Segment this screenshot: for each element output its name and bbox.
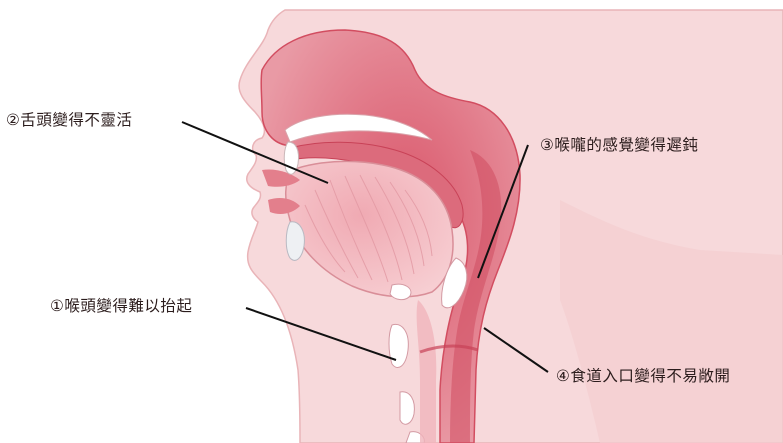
label-esophagus: ④食道入口變得不易敞開 xyxy=(556,364,730,386)
label-throat: ③喉嚨的感覺變得遲鈍 xyxy=(540,133,698,155)
hyoid xyxy=(390,284,411,299)
label-tongue: ②舌頭變得不靈活 xyxy=(6,108,132,130)
label-larynx: ①喉頭變得難以抬起 xyxy=(50,294,192,316)
lower-incisor-jaw xyxy=(286,222,304,261)
thyroid-cartilage xyxy=(389,324,408,367)
